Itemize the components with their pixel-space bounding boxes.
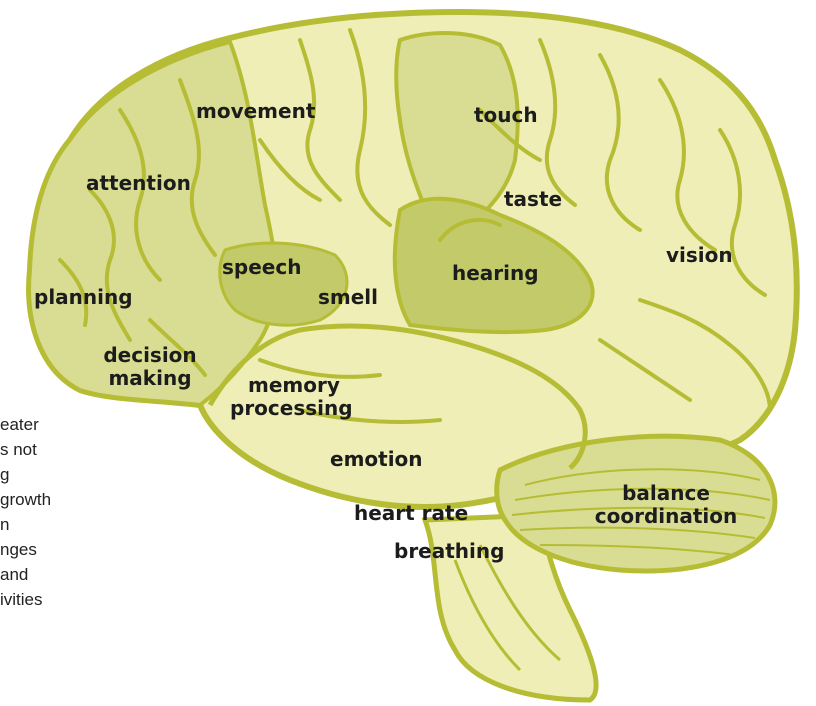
- label-memory-processing: memory processing: [230, 374, 353, 420]
- label-decision-line1: decision: [82, 344, 218, 367]
- side-line: s not: [0, 437, 160, 462]
- label-memory-line1: memory: [230, 374, 353, 397]
- label-heart-rate: heart rate: [354, 502, 468, 525]
- label-decision-line2: making: [82, 367, 218, 390]
- side-line: growth: [0, 487, 160, 512]
- label-emotion: emotion: [330, 448, 423, 471]
- side-line: g: [0, 462, 160, 487]
- label-attention: attention: [86, 172, 191, 195]
- label-memory-line2: processing: [230, 397, 353, 420]
- label-vision: vision: [666, 244, 733, 267]
- label-balance-line2: coordination: [560, 505, 772, 528]
- label-speech: speech: [222, 256, 301, 279]
- label-taste: taste: [504, 188, 562, 211]
- label-movement: movement: [196, 100, 315, 123]
- label-decision-making: decision making: [82, 344, 218, 390]
- side-line: ivities: [0, 587, 160, 612]
- side-line: and: [0, 562, 160, 587]
- side-line: n: [0, 512, 160, 537]
- label-breathing: breathing: [394, 540, 504, 563]
- side-paragraph: eater s not g growth n nges and ivities: [0, 412, 160, 612]
- label-planning: planning: [34, 286, 133, 309]
- label-smell: smell: [318, 286, 378, 309]
- side-line: nges: [0, 537, 160, 562]
- label-touch: touch: [474, 104, 538, 127]
- side-line: eater: [0, 412, 160, 437]
- label-balance-coordination: balance coordination: [560, 482, 772, 528]
- label-balance-line1: balance: [560, 482, 772, 505]
- label-hearing: hearing: [452, 262, 539, 285]
